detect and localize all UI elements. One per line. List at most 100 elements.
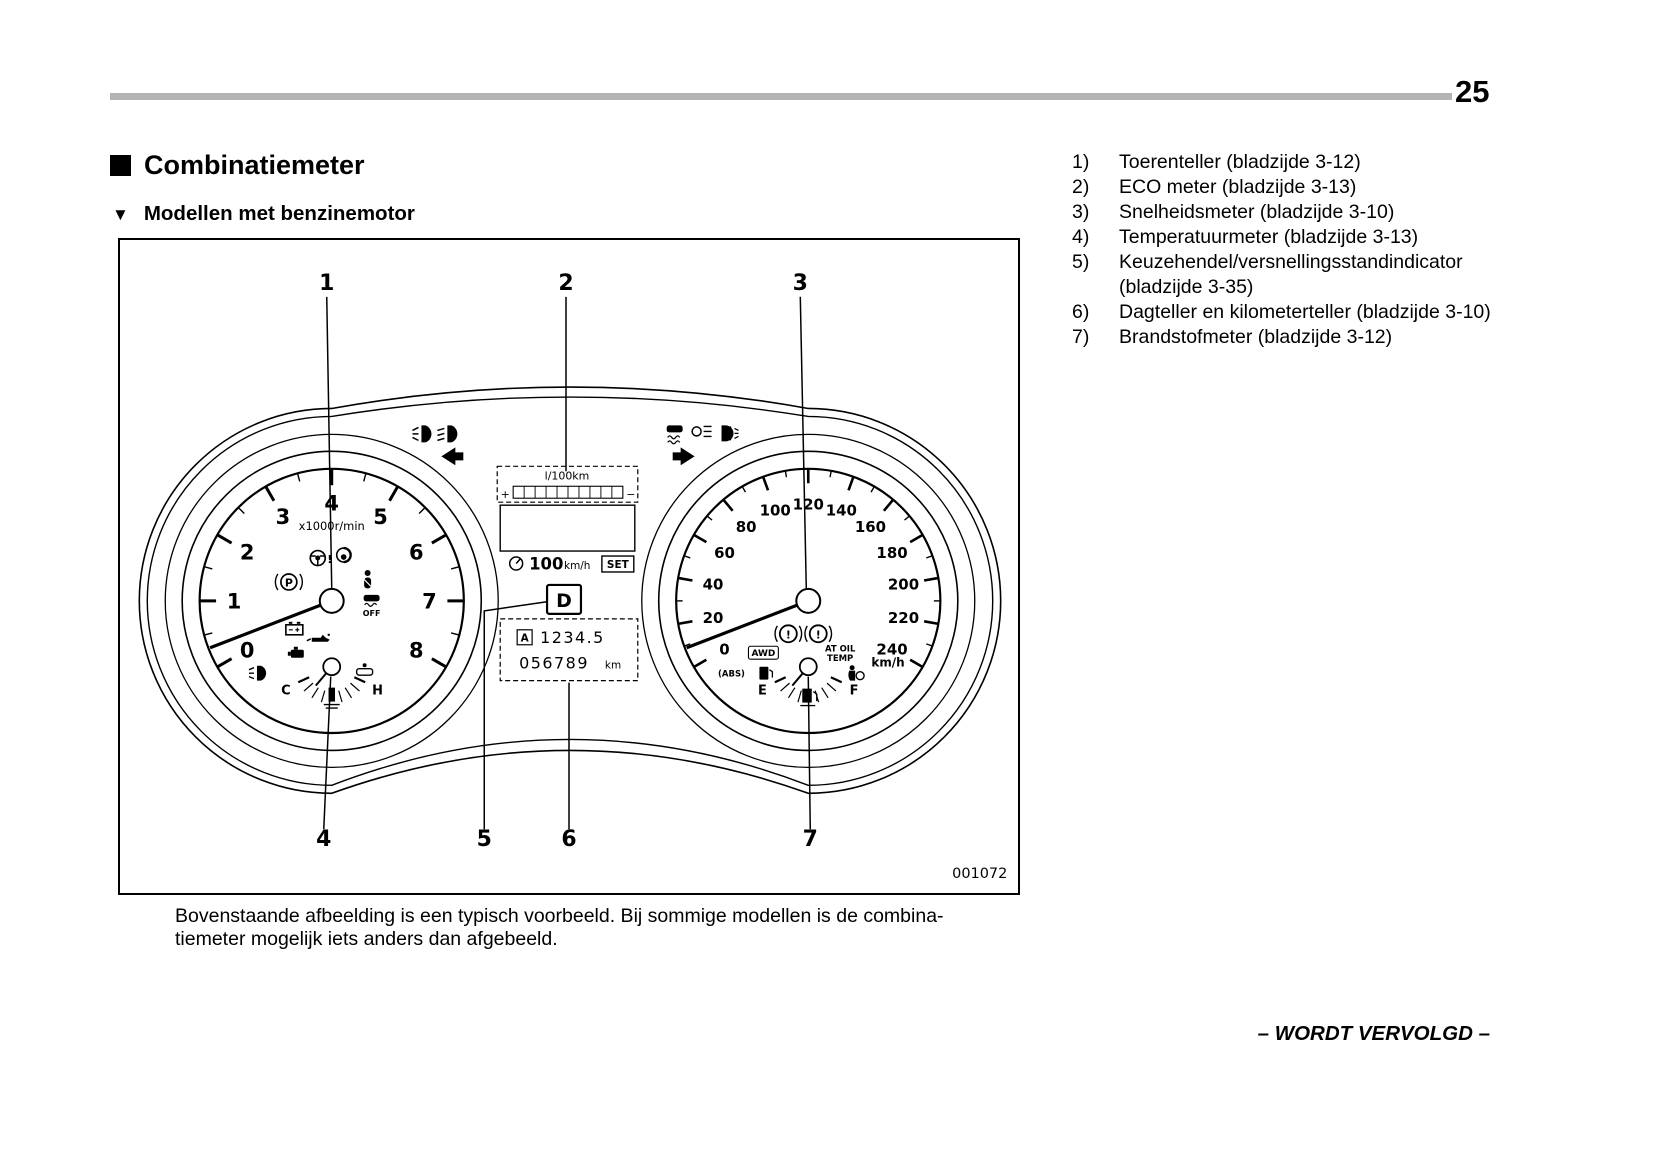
rear-fog-light-icon <box>721 425 739 442</box>
seatbelt-warning-icon <box>362 569 375 590</box>
figure-code: 001072 <box>952 866 1007 882</box>
odometer-unit: km <box>605 660 621 672</box>
parking-brake-icon: P <box>274 573 304 591</box>
cluster-diagram: x1000r/min km/h ! P <box>138 271 1007 882</box>
subsection-title: Modellen met benzinemotor <box>143 202 415 225</box>
temperature-gauge-hub <box>322 657 342 677</box>
svg-text:0: 0 <box>240 638 255 662</box>
top-indicator-icons <box>412 425 739 466</box>
power-steering-warning-icon: ! <box>309 549 332 567</box>
low-beam-headlight-icon <box>437 425 458 443</box>
section-title: Combinatiemeter <box>144 150 365 180</box>
eco-bar-plus: + <box>501 488 510 501</box>
speedometer-hub <box>795 587 822 614</box>
turn-signal-right-icon <box>672 447 695 466</box>
odometer-box <box>499 618 639 682</box>
battery-warning-icon <box>285 621 304 636</box>
trip-value: 1234.5 <box>540 628 605 647</box>
temperature-gauge-ticks <box>297 676 366 703</box>
legend-item-label: Brandstofmeter (bladzijde 3-12) <box>1119 326 1393 348</box>
brake-warning-icon: ! <box>774 624 803 644</box>
callout-number-4: 4 <box>316 827 331 852</box>
trip-label-box <box>516 629 533 646</box>
callout-line-7 <box>807 676 812 830</box>
cruise-control-icon <box>508 556 524 571</box>
callout-number-2: 2 <box>558 271 573 296</box>
gear-indicator-box <box>545 583 583 615</box>
legend-item-label: Toerenteller (bladzijde 3-12) <box>1119 151 1361 173</box>
svg-text:40: 40 <box>703 575 724 593</box>
odometer-display: A 1234.5 056789 km <box>499 618 639 682</box>
side-airbag-warning-icon <box>848 665 865 681</box>
svg-text:20: 20 <box>703 609 724 627</box>
fuel-pump-warning-icon <box>759 666 774 680</box>
legend-item-3: 3) Snelheidsmeter (bladzijde 3-10) <box>1072 200 1504 225</box>
svg-text:TEMP: TEMP <box>827 653 853 663</box>
callout-line-5 <box>483 601 547 830</box>
speedometer-needle <box>686 599 809 650</box>
svg-text:P: P <box>285 576 293 589</box>
svg-text:5: 5 <box>373 505 388 529</box>
trip-label: A <box>521 632 530 644</box>
fog-light-icon <box>248 665 267 681</box>
consumption-unit-label: l/100km <box>545 469 590 482</box>
speedometer-warning-icons: ! ! AWD AT OIL TEMP (ABS) <box>718 624 865 681</box>
airbag-warning-icon <box>335 546 352 564</box>
center-display: l/100km + − 100 km/h SET <box>496 465 639 682</box>
vdc-indicator-icon <box>666 425 683 445</box>
fuel-gauge-hub <box>798 657 818 677</box>
headlight-leveling-icon <box>691 425 712 438</box>
cruise-speed-unit: km/h <box>564 560 590 572</box>
at-oil-temp-indicator: AT OIL TEMP <box>825 644 856 663</box>
svg-text:2: 2 <box>240 541 255 565</box>
cruise-set-label: SET <box>607 559 630 571</box>
svg-text:60: 60 <box>714 544 735 562</box>
legend-item-number: 6) <box>1072 301 1090 323</box>
subsection-heading: ▼ Modellen met benzinemotor <box>112 202 415 226</box>
check-engine-icon <box>287 646 304 658</box>
tachometer-unit-label: x1000r/min <box>299 519 365 533</box>
legend-item-4: 4) Temperatuurmeter (bladzijde 3-13) <box>1072 225 1504 250</box>
svg-text:0: 0 <box>719 641 729 659</box>
svg-text:!: ! <box>816 628 821 641</box>
callouts: 1 2 3 4 5 6 7 <box>316 271 818 852</box>
continued-notice: – WORDT VERVOLGD – <box>1257 1022 1490 1045</box>
vdc-off-icon: OFF <box>363 594 380 618</box>
cruise-speed-row: 100 km/h SET <box>508 554 635 573</box>
legend-item-number: 2) <box>1072 176 1090 198</box>
svg-text:!: ! <box>786 628 791 641</box>
front-fog-light-icon <box>412 425 432 443</box>
eco-bar-segments <box>523 486 613 499</box>
svg-text:240: 240 <box>876 641 907 659</box>
figure-caption-line-1: Bovenstaande afbeelding is een typisch v… <box>175 905 944 927</box>
svg-text:220: 220 <box>888 609 919 627</box>
oil-pressure-warning-icon <box>306 633 330 642</box>
legend-item-number: 5) <box>1072 251 1090 273</box>
svg-text:180: 180 <box>876 544 907 562</box>
eco-bar-minus: − <box>626 488 635 501</box>
callout-line-1 <box>325 296 333 588</box>
callout-number-7: 7 <box>803 827 818 852</box>
temp-gauge-hot-label: H <box>372 684 383 699</box>
legend-list: 1) Toerenteller (bladzijde 3-12) 2) ECO … <box>1072 150 1504 350</box>
legend-item-label: Keuzehendel/versnellingsstandindicator (… <box>1119 251 1463 298</box>
gear-position-indicator: D <box>545 583 583 615</box>
subsection-bullet-triangle-icon: ▼ <box>112 204 129 224</box>
turn-signal-left-icon <box>441 447 464 466</box>
legend-item-number: 4) <box>1072 226 1090 248</box>
svg-text:(ABS): (ABS) <box>718 669 745 679</box>
svg-text:7: 7 <box>422 589 437 613</box>
security-indicator-icon <box>355 663 374 676</box>
legend-item-number: 7) <box>1072 326 1090 348</box>
callout-number-6: 6 <box>561 827 576 852</box>
svg-text:80: 80 <box>736 518 757 536</box>
legend-item-5: 5) Keuzehendel/versnellingsstandindicato… <box>1072 250 1504 300</box>
callout-line-4 <box>323 676 332 830</box>
svg-text:!: ! <box>327 553 332 566</box>
speedometer-unit-label: km/h <box>871 656 904 670</box>
section-heading: Combinatiemeter <box>110 150 365 181</box>
tachometer-hub <box>318 587 345 614</box>
svg-text:120: 120 <box>793 496 824 514</box>
fuel-gauge-full-label: F <box>850 684 859 699</box>
gear-indicator-value: D <box>556 590 572 612</box>
